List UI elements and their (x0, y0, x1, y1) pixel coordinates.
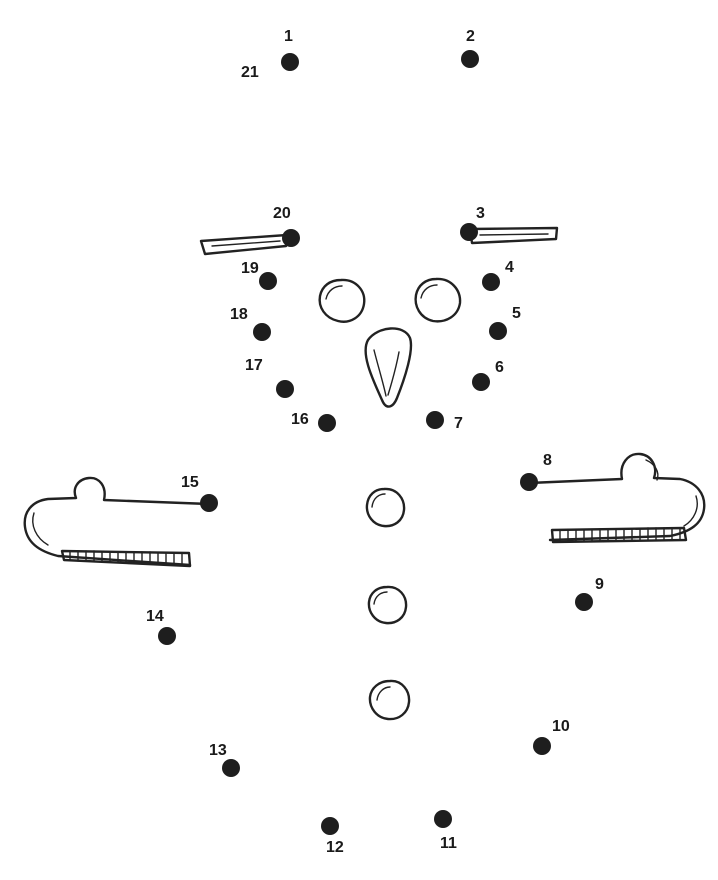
dot-label: 19 (241, 260, 259, 277)
dot-label: 16 (291, 411, 309, 428)
dot-label: 14 (146, 608, 164, 625)
dot-label: 15 (181, 474, 199, 491)
button-icon (367, 585, 408, 625)
dot-label: 7 (454, 415, 463, 432)
right-eye-icon (414, 277, 462, 323)
button-icon (365, 487, 406, 528)
dot-label: 8 (543, 452, 552, 469)
dot-2[interactable] (461, 50, 479, 68)
dot-label: 6 (495, 359, 504, 376)
dot-9[interactable] (575, 593, 593, 611)
right-eyebrow-icon (468, 226, 559, 245)
left-mitten-icon (23, 476, 211, 568)
dot-14[interactable] (158, 627, 176, 645)
carrot-nose-icon (364, 327, 413, 408)
dot-8[interactable] (520, 473, 538, 491)
dot-16[interactable] (318, 414, 336, 432)
dot-20[interactable] (282, 229, 300, 247)
dot-label: 3 (476, 205, 485, 222)
dot-5[interactable] (489, 322, 507, 340)
dot-4[interactable] (482, 273, 500, 291)
dot-markers (158, 50, 593, 835)
dot-label: 20 (273, 205, 291, 222)
dot-17[interactable] (276, 380, 294, 398)
dot-label: 9 (595, 576, 604, 593)
dot-3[interactable] (460, 223, 478, 241)
dot-15[interactable] (200, 494, 218, 512)
dot-label: 10 (552, 718, 570, 735)
dot-labels: 1 2 3 4 5 6 7 8 9 10 11 12 13 14 15 16 1… (146, 28, 604, 856)
left-eye-icon (318, 278, 366, 323)
dot-label: 12 (326, 839, 344, 856)
dot-label: 21 (241, 64, 259, 81)
dot-1-21[interactable] (281, 53, 299, 71)
dot-label: 4 (505, 259, 514, 276)
dot-label: 18 (230, 306, 248, 323)
dot-13[interactable] (222, 759, 240, 777)
right-mitten-icon (527, 452, 706, 544)
dot-19[interactable] (259, 272, 277, 290)
dot-11[interactable] (434, 810, 452, 828)
dot-12[interactable] (321, 817, 339, 835)
dot-10[interactable] (533, 737, 551, 755)
button-icon (368, 679, 411, 721)
dot-6[interactable] (472, 373, 490, 391)
dot-label: 13 (209, 742, 227, 759)
dot-label: 17 (245, 357, 263, 374)
dot-18[interactable] (253, 323, 271, 341)
dot-label: 11 (440, 835, 457, 852)
left-eyebrow-icon (199, 233, 289, 256)
dot-label: 5 (512, 305, 521, 322)
dot-label: 1 (284, 28, 293, 45)
dot-7[interactable] (426, 411, 444, 429)
dot-label: 2 (466, 28, 475, 45)
